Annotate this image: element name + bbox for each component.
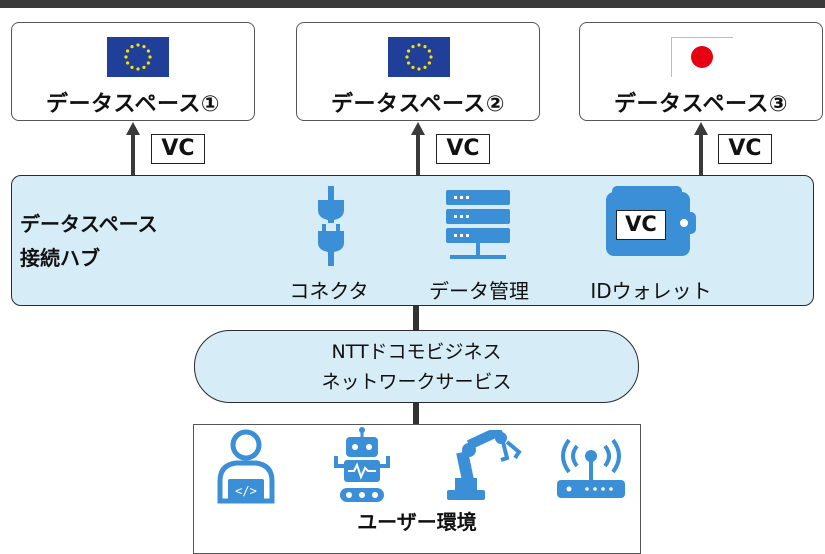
- wifi-router-icon: [557, 438, 625, 498]
- wallet-vc-tag: VC: [616, 210, 666, 240]
- connector-hub-network: [413, 306, 419, 331]
- wallet-icon: VC: [606, 186, 696, 256]
- robot-icon: [334, 427, 390, 502]
- top-bar: [0, 0, 825, 8]
- component-label-connector: コネクタ: [289, 279, 369, 303]
- hub-title: データスペース 接続ハブ: [20, 207, 158, 275]
- up-arrow-1: [126, 122, 140, 177]
- hub-title-line2: 接続ハブ: [20, 246, 100, 270]
- server-icon: [446, 190, 510, 259]
- data-space-label-3: データスペース③: [614, 92, 788, 117]
- network-line2: ネットワークサービス: [321, 371, 512, 393]
- eu-flag-icon: [107, 37, 169, 77]
- developer-icon: </>: [217, 429, 275, 504]
- connector-network-user: [413, 403, 419, 425]
- up-arrow-2: [411, 122, 425, 177]
- component-label-data-management: データ管理: [429, 279, 529, 303]
- data-space-label-1: データスペース①: [46, 92, 220, 117]
- robot-arm-icon: [447, 430, 522, 500]
- network-line1: NTTドコモビジネス: [331, 341, 502, 363]
- svg-text:</>: </>: [235, 484, 257, 498]
- japan-flag-icon: [671, 37, 733, 77]
- data-space-box-1: データスペース①: [11, 22, 255, 121]
- component-label-id-wallet: IDウォレット: [590, 279, 712, 303]
- vc-tag-1: VC: [151, 134, 205, 164]
- network-service-box: NTTドコモビジネス ネットワークサービス: [194, 330, 639, 403]
- data-space-box-3: データスペース③: [579, 22, 823, 121]
- plug-icon: [318, 186, 344, 266]
- data-space-label-2: データスペース②: [331, 92, 505, 117]
- data-space-box-2: データスペース②: [296, 22, 540, 121]
- eu-flag-icon: [388, 37, 450, 77]
- user-environment-label: ユーザー環境: [357, 510, 477, 534]
- hub-title-line1: データスペース: [20, 212, 158, 236]
- up-arrow-3: [694, 122, 708, 177]
- vc-tag-3: VC: [718, 134, 772, 164]
- vc-tag-2: VC: [436, 134, 490, 164]
